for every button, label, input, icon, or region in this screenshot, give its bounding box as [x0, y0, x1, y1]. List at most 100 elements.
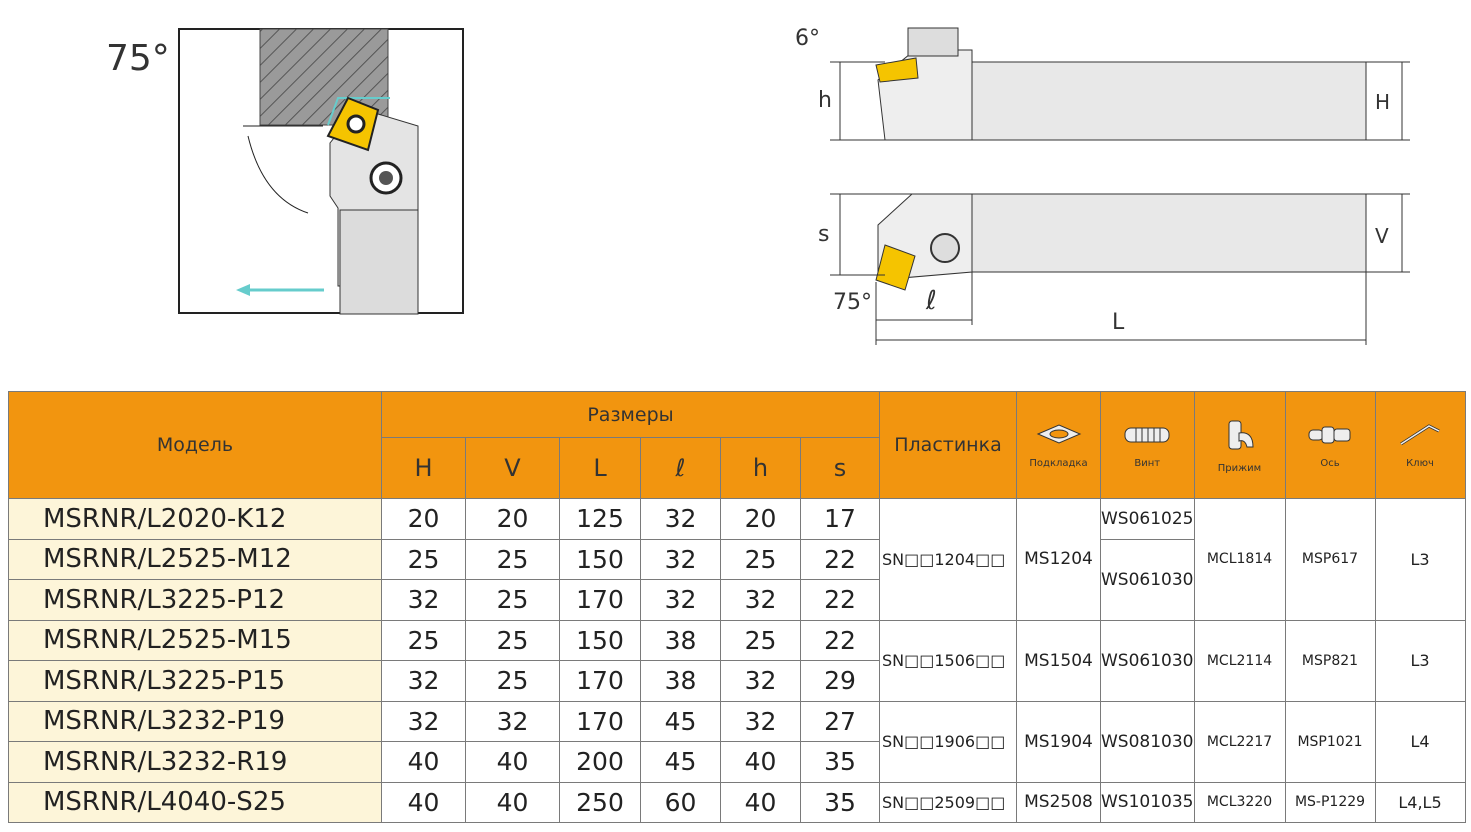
- pin-cell: MS-P1229: [1284, 781, 1376, 823]
- insert-cell: SN□□1906□□: [879, 700, 1017, 783]
- dim-s-cell: 29: [800, 660, 880, 702]
- dim-s-cell: 17: [800, 498, 880, 540]
- dim-h-cell: 40: [720, 781, 801, 823]
- dim-s-cell: 22: [800, 538, 880, 580]
- clamp-cell: MCL2114: [1193, 619, 1286, 702]
- model-cell: MSRNR/L4040-S25: [8, 781, 382, 823]
- clamp-cell: MCL1814: [1193, 498, 1286, 621]
- dim-s-cell: 35: [800, 781, 880, 823]
- dim-l-cell: 38: [640, 660, 721, 702]
- header-L: L: [559, 437, 641, 499]
- header-shim: Подкладка: [1016, 391, 1101, 499]
- dim-H-cell: 25: [381, 538, 466, 580]
- L-label: L: [1112, 310, 1125, 335]
- header-key-label: Ключ: [1406, 457, 1434, 469]
- pin-cell: MSP617: [1284, 498, 1376, 621]
- clamp-icon: [1228, 420, 1254, 449]
- screw-cell: WS061025: [1100, 498, 1195, 540]
- screw-cell: WS061030: [1100, 619, 1195, 702]
- clamp-cell: MCL3220: [1193, 781, 1286, 823]
- dim-V-cell: 25: [465, 538, 560, 580]
- screw-cell: WS061030: [1100, 538, 1195, 621]
- angle-bottom-label: 75°: [833, 290, 872, 315]
- dim-L-cell: 170: [559, 579, 641, 621]
- dim-L-cell: 170: [559, 660, 641, 702]
- dim-h-cell: 32: [720, 700, 801, 742]
- header-h: h: [720, 437, 801, 499]
- insert-cell: SN□□2509□□: [879, 781, 1017, 823]
- insert-cell: SN□□1204□□: [879, 498, 1017, 621]
- screw-cell: WS101035: [1100, 781, 1195, 823]
- header-screw: Винт: [1100, 391, 1195, 499]
- dim-V-cell: 25: [465, 619, 560, 661]
- dim-h-cell: 40: [720, 741, 801, 783]
- machining-diagram: [178, 28, 464, 315]
- dim-l-cell: 32: [640, 579, 721, 621]
- dim-s-cell: 27: [800, 700, 880, 742]
- header-s: s: [800, 437, 880, 499]
- dim-s-cell: 35: [800, 741, 880, 783]
- dim-h-cell: 25: [720, 619, 801, 661]
- H-label: H: [1375, 90, 1391, 114]
- dim-L-cell: 200: [559, 741, 641, 783]
- screw-icon: [1124, 427, 1170, 442]
- dim-l-cell: 32: [640, 538, 721, 580]
- dim-L-cell: 125: [559, 498, 641, 540]
- header-l: ℓ: [640, 437, 721, 499]
- key-cell: L4: [1374, 700, 1466, 783]
- screw-cell: WS081030: [1100, 700, 1195, 783]
- dim-V-cell: 40: [465, 741, 560, 783]
- header-clamp-label: Прижим: [1217, 462, 1262, 474]
- dim-l-cell: 45: [640, 700, 721, 742]
- angle-label: 75°: [106, 38, 170, 79]
- model-cell: MSRNR/L2525-M15: [8, 619, 382, 661]
- clamp-cell: MCL2217: [1193, 700, 1286, 783]
- model-cell: MSRNR/L3232-R19: [8, 741, 382, 783]
- key-cell: L3: [1374, 619, 1466, 702]
- dim-l-cell: 60: [640, 781, 721, 823]
- dim-V-cell: 25: [465, 660, 560, 702]
- header-model: Модель: [8, 391, 382, 499]
- dim-h-cell: 32: [720, 660, 801, 702]
- dim-H-cell: 40: [381, 741, 466, 783]
- pin-cell: MSP821: [1284, 619, 1376, 702]
- key-cell: L3: [1374, 498, 1466, 621]
- dim-H-cell: 32: [381, 700, 466, 742]
- header-H: H: [381, 437, 466, 499]
- insert-cell: SN□□1506□□: [879, 619, 1017, 702]
- model-cell: MSRNR/L2525-M12: [8, 538, 382, 580]
- pin-cell: MSP1021: [1284, 700, 1376, 783]
- dim-V-cell: 40: [465, 781, 560, 823]
- dim-L-cell: 150: [559, 619, 641, 661]
- model-cell: MSRNR/L3232-P19: [8, 700, 382, 742]
- header-clamp: Прижим: [1193, 391, 1286, 499]
- dim-L-cell: 250: [559, 781, 641, 823]
- dim-L-cell: 150: [559, 538, 641, 580]
- dim-h-cell: 25: [720, 538, 801, 580]
- dim-H-cell: 20: [381, 498, 466, 540]
- tool-dimension-drawing: [830, 27, 1410, 345]
- dim-V-cell: 25: [465, 579, 560, 621]
- header-shim-label: Подкладка: [1029, 457, 1088, 469]
- dim-l-cell: 45: [640, 741, 721, 783]
- pin-icon: [1308, 426, 1351, 443]
- dim-L-cell: 170: [559, 700, 641, 742]
- feed-arrow-icon: [236, 284, 250, 296]
- header-dimensions: Размеры: [381, 391, 880, 438]
- dim-h-cell: 20: [720, 498, 801, 540]
- dim-H-cell: 25: [381, 619, 466, 661]
- hex-key-icon: [1400, 423, 1440, 445]
- header-V: V: [465, 437, 560, 499]
- s-label: s: [818, 222, 830, 247]
- shim-cell: MS1504: [1016, 619, 1101, 702]
- dim-s-cell: 22: [800, 619, 880, 661]
- spec-table: Модель Размеры Пластинка Подкладка Винт …: [8, 391, 1466, 823]
- dim-l-cell: 32: [640, 498, 721, 540]
